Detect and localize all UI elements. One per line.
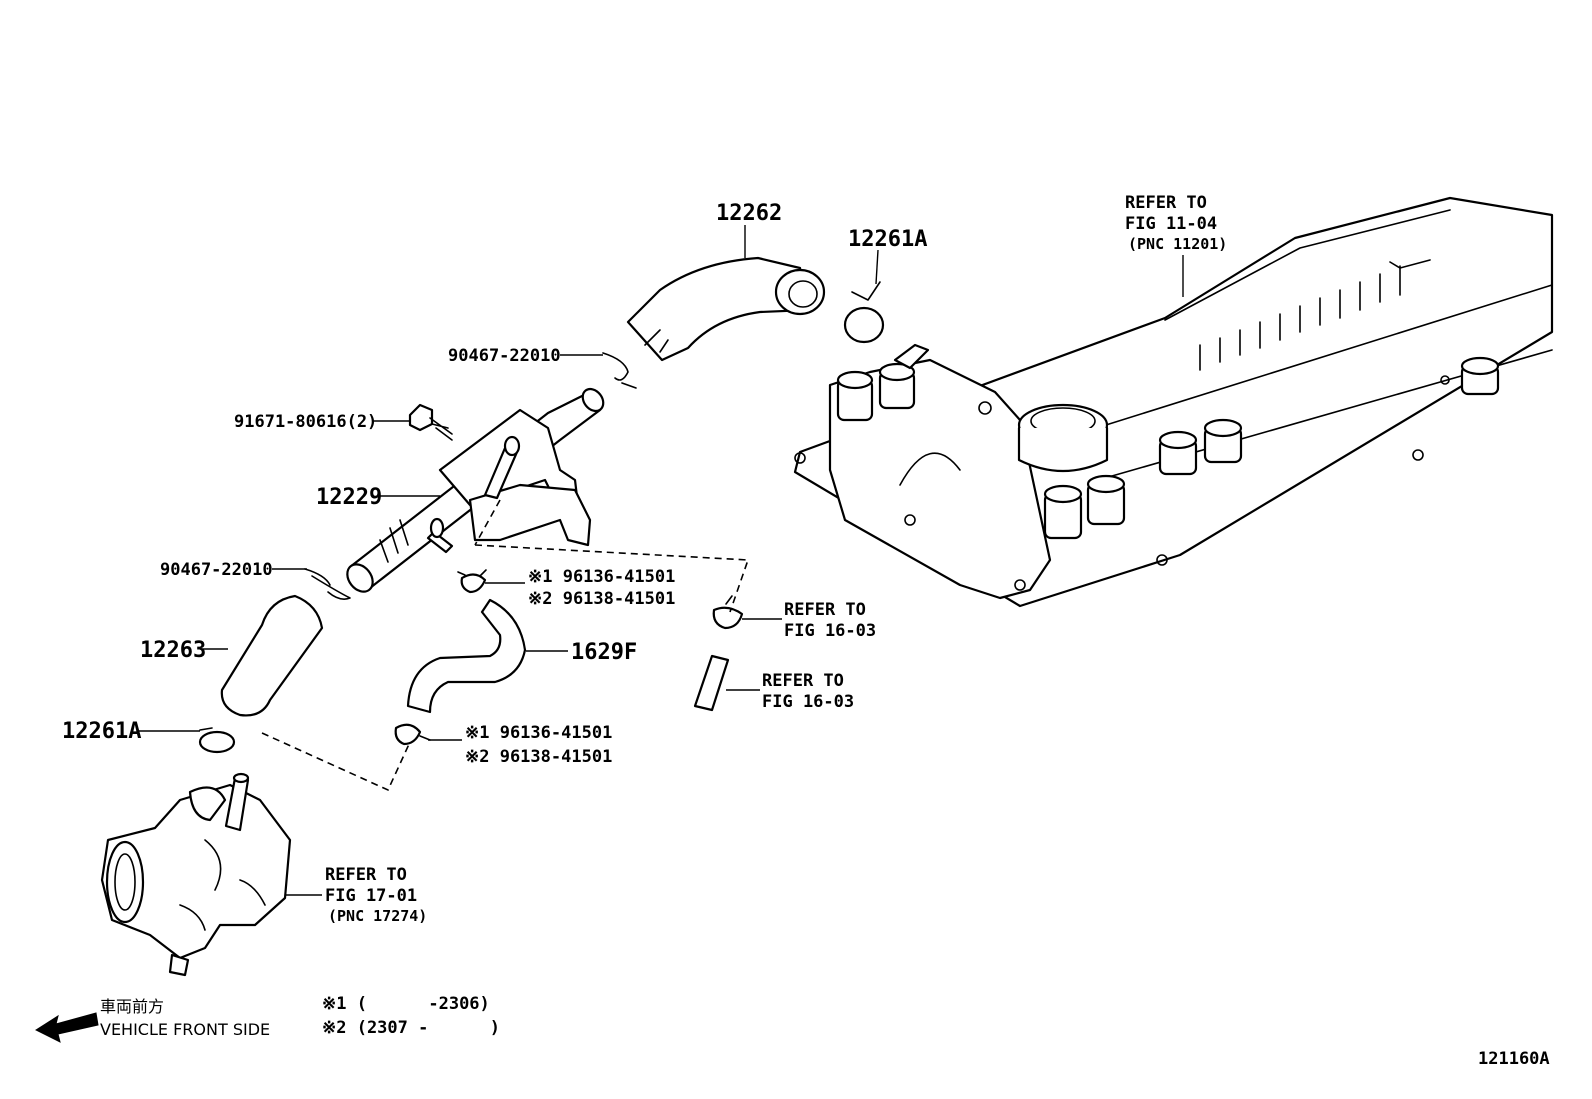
ref-cover-line3: (PNC 11201) [1128, 235, 1227, 253]
hose-reference-part [693, 654, 730, 712]
ref-hose-line2: FIG 16-03 [762, 692, 854, 712]
hose-12263 [220, 594, 324, 717]
label-1629f: 1629F [571, 640, 637, 665]
legend-note-1: ※1 ( -2306) [322, 994, 490, 1014]
front-arrow-icon [34, 1012, 99, 1043]
label-12261a-top: 12261A [848, 227, 927, 252]
figure-id: 121160A [1478, 1049, 1550, 1069]
hose-1629f [406, 598, 527, 714]
leader-12261a-top [875, 249, 879, 285]
clamp-reference-part [712, 595, 744, 630]
ref-pump-line3: (PNC 17274) [328, 907, 427, 925]
label-12263: 12263 [140, 638, 206, 663]
label-clip-upper: 90467-22010 [448, 346, 561, 366]
hose-clamp-upper [457, 569, 487, 594]
label-clamp-lower-1: ※1 96136-41501 [465, 723, 612, 743]
bolt [408, 403, 453, 441]
ref-cover-line1: REFER TO [1125, 193, 1207, 213]
label-clamp-upper-2: ※2 96138-41501 [528, 589, 675, 609]
label-12262: 12262 [716, 201, 782, 226]
gasket-12261a-bottom [198, 727, 236, 754]
label-clip-lower: 90467-22010 [160, 560, 273, 580]
label-clamp-upper-1: ※1 96136-41501 [528, 567, 675, 587]
legend-front-jp: 車両前方 [100, 997, 164, 1016]
clip-upper [602, 352, 637, 389]
ref-hose-line1: REFER TO [762, 671, 844, 691]
ref-cover-line2: FIG 11-04 [1125, 214, 1217, 234]
ref-pump-line2: FIG 17-01 [325, 886, 417, 906]
ref-clamp-line1: REFER TO [784, 600, 866, 620]
dashed-connector-short [474, 499, 501, 546]
water-pipe-12229 [346, 387, 605, 593]
hose-12262 [626, 256, 826, 362]
gasket-12261a-top [843, 281, 885, 344]
label-clamp-lower-2: ※2 96138-41501 [465, 747, 612, 767]
legend-note-2: ※2 (2307 - ) [322, 1018, 500, 1038]
label-bolt: 91671-80616(2) [234, 412, 377, 432]
legend-front-en: VEHICLE FRONT SIDE [100, 1020, 270, 1039]
ref-pump-line1: REFER TO [325, 865, 407, 885]
water-pump-housing [100, 772, 292, 977]
cylinder-head-cover [793, 196, 1554, 608]
dashed-connector-pump [261, 732, 411, 792]
ref-clamp-line2: FIG 16-03 [784, 621, 876, 641]
clip-lower [304, 568, 351, 600]
label-12261a-bottom: 12261A [62, 719, 141, 744]
label-12229: 12229 [316, 485, 382, 510]
hose-clamp-lower [394, 723, 431, 746]
